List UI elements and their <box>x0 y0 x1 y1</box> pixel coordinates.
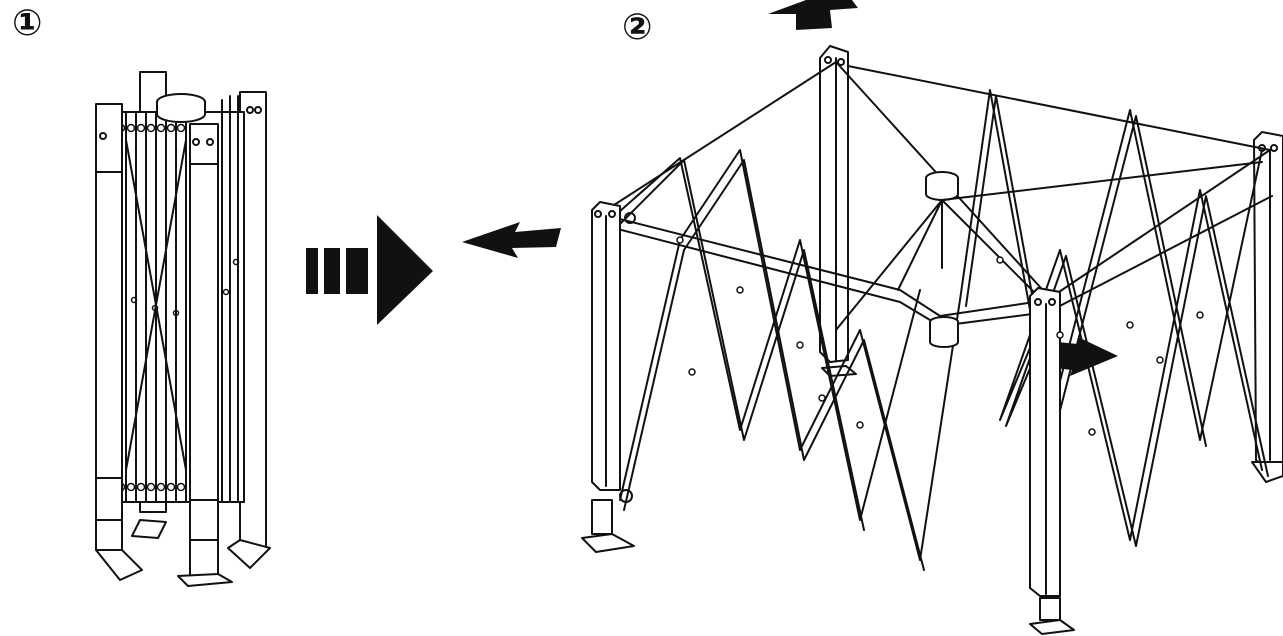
transition-arrow-icon <box>306 215 433 325</box>
front-left-post <box>581 201 636 553</box>
scissor-truss-front-left <box>609 149 961 571</box>
step-1-number: ① <box>12 3 43 44</box>
folded-frame <box>95 71 271 587</box>
folded-front-left-post <box>95 103 143 581</box>
step-2-number: ② <box>622 7 653 48</box>
arrow-left-icon <box>462 222 561 258</box>
center-hub <box>835 161 1263 348</box>
arrow-up-icon <box>768 0 858 30</box>
folded-front-right-post <box>177 123 233 587</box>
folded-scissor-bundle <box>115 95 245 503</box>
back-right-post <box>1251 131 1283 483</box>
expanding-frame <box>462 0 1283 635</box>
front-right-post <box>1029 287 1075 635</box>
